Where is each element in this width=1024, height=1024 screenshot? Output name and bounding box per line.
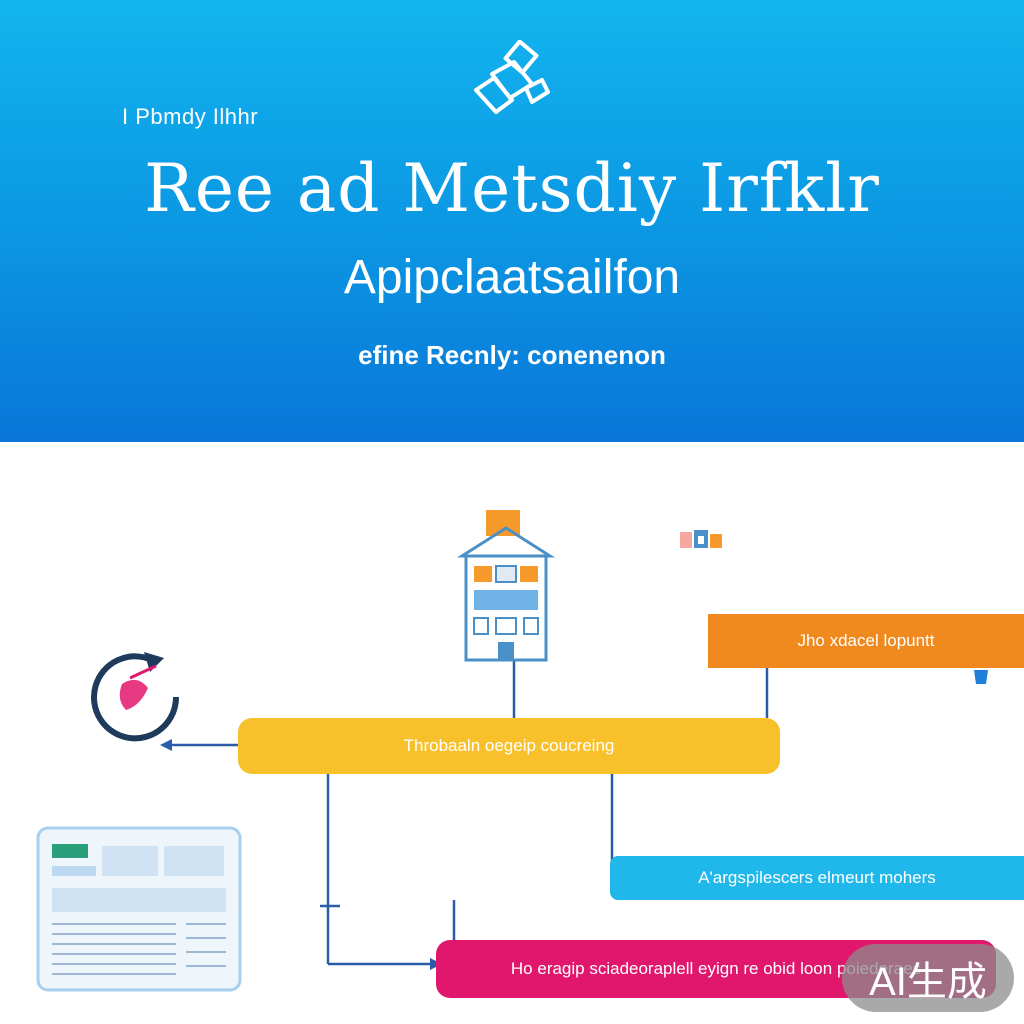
- process-bar-orange-label: Jho xdacel lopuntt: [797, 631, 935, 650]
- hero-eyebrow: I Pbmdy Ilhhr: [122, 104, 259, 129]
- process-bar-yellow-label: Throbaaln oegeip coucreing: [403, 736, 615, 755]
- hero-banner: I Pbmdy Ilhhr Ree ad Metsdiy Irfklr Apip…: [0, 0, 1024, 442]
- marker-icon: [974, 670, 988, 684]
- process-bar-orange: Jho xdacel lopuntt: [708, 614, 1024, 668]
- process-bar-pink-label: Ho eragip sciadeoraplell eyign re obid l…: [510, 959, 922, 978]
- ai-watermark: AI生成: [842, 944, 1014, 1012]
- hero-subtitle: Apipclaatsailfon: [343, 251, 681, 304]
- process-bar-yellow: Throbaaln oegeip coucreing: [238, 718, 780, 774]
- refresh-icon: [91, 652, 180, 742]
- hero-tagline: efine Recnly: conenenon: [358, 340, 666, 370]
- document-icon: [36, 826, 242, 992]
- brush-icon: [474, 40, 550, 114]
- badge-icon: [680, 530, 722, 548]
- process-bar-cyan: A'argspilescers elmeurt mohers: [610, 856, 1024, 900]
- hero-title: Ree ad Metsdiy Irfklr: [144, 150, 880, 227]
- building-icon: [456, 510, 556, 662]
- process-bar-cyan-label: A'argspilescers elmeurt mohers: [698, 868, 936, 887]
